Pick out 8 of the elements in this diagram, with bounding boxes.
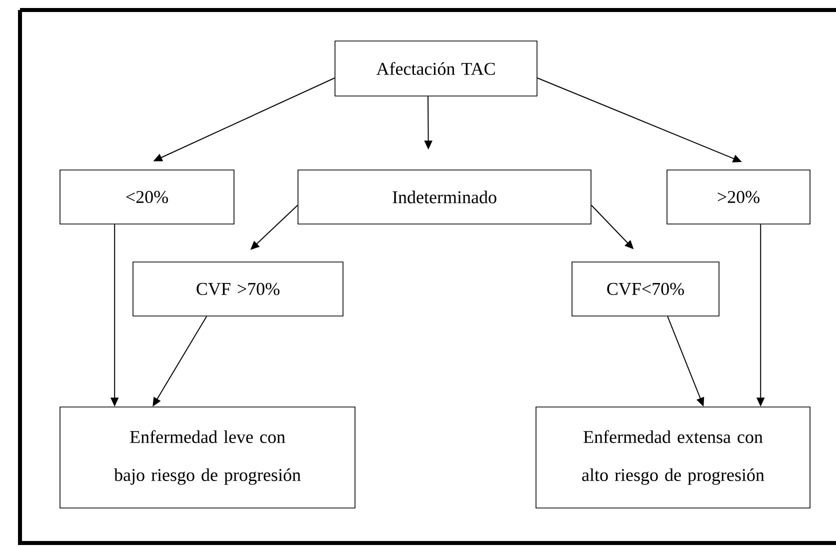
text-box: CVF<70% — [572, 262, 720, 316]
text-box: <20% — [60, 170, 234, 224]
text-box: >20% — [666, 170, 810, 224]
text-box: Afectación TAC — [334, 40, 538, 96]
text-box: Enfermedad leve con bajo riesgo de progresión — [60, 406, 356, 508]
text-box: Indeterminado — [298, 170, 592, 224]
text-box: CVF >70% — [132, 262, 344, 316]
text-box: Enfermedad extensa con alto riesgo de progresión — [536, 406, 810, 508]
